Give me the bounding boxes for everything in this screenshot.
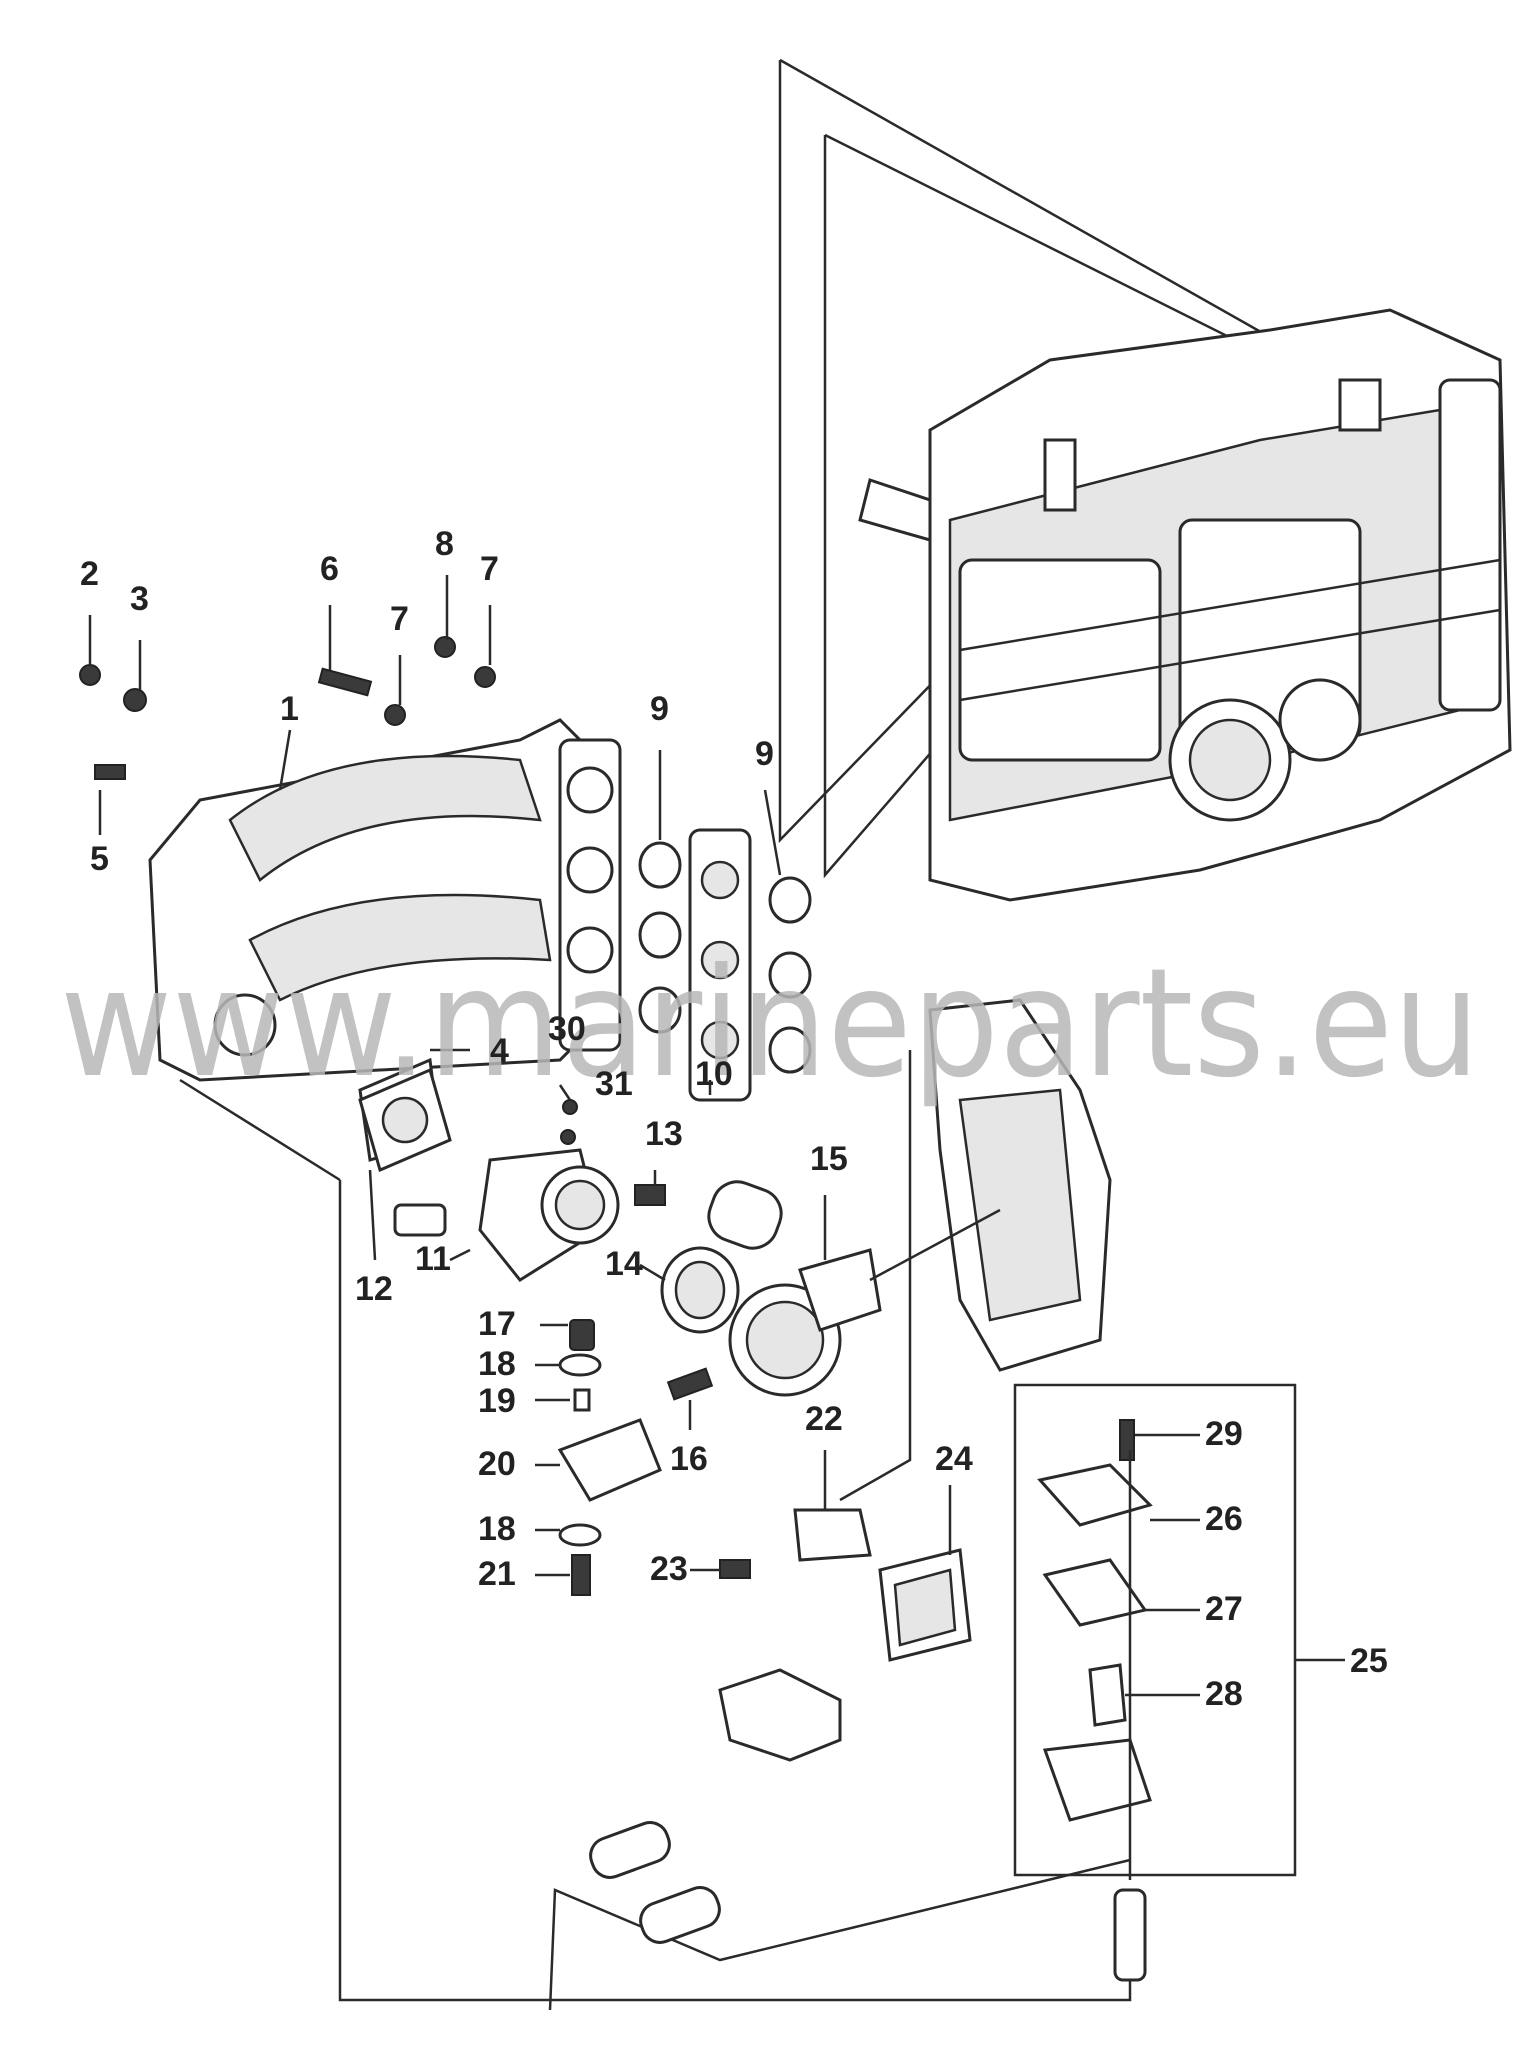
callout-15: 15 — [810, 1140, 848, 1178]
gaskets — [638, 828, 812, 1102]
watermark: www.marineparts.eu — [60, 937, 1480, 1111]
kit-box-25 — [1013, 1383, 1345, 1880]
callout-29: 29 — [1205, 1415, 1243, 1453]
callout-3: 3 — [130, 580, 149, 618]
callout-6: 6 — [320, 550, 339, 588]
callout-27: 27 — [1205, 1590, 1243, 1628]
callout-18b: 18 — [478, 1510, 516, 1548]
throttle-gasket — [358, 1067, 452, 1173]
callout-13: 13 — [645, 1115, 683, 1153]
callout-20: 20 — [478, 1445, 516, 1483]
callout-7a: 7 — [390, 600, 409, 638]
solenoid-connector — [589, 1668, 1147, 1982]
callout-7b: 7 — [480, 550, 499, 588]
callout-11: 11 — [415, 1240, 451, 1278]
callout-12: 12 — [355, 1270, 393, 1308]
callout-24: 24 — [935, 1440, 973, 1478]
callout-2: 2 — [80, 555, 99, 593]
silencer-group — [660, 1180, 882, 1401]
bracket — [869, 998, 1112, 1372]
callout-18a: 18 — [478, 1345, 516, 1383]
callout-labels: 2 3 5 1 6 7 8 7 9 9 4 30 31 10 13 15 11 … — [80, 525, 1388, 1713]
leader-lines — [88, 575, 952, 1577]
callout-17: 17 — [478, 1305, 516, 1343]
callout-30: 30 — [548, 1010, 586, 1048]
callout-10: 10 — [695, 1055, 733, 1093]
callout-26: 26 — [1205, 1500, 1243, 1538]
callout-5: 5 — [90, 840, 109, 878]
engine-block — [858, 308, 1512, 902]
callout-19: 19 — [478, 1382, 516, 1420]
callout-14: 14 — [605, 1245, 643, 1283]
callout-25: 25 — [1350, 1642, 1388, 1680]
callout-1: 1 — [280, 690, 299, 728]
callout-4: 4 — [490, 1032, 509, 1070]
callout-31: 31 — [595, 1065, 633, 1103]
callout-9a: 9 — [650, 690, 669, 728]
callout-23: 23 — [650, 1550, 688, 1588]
intake-manifold — [148, 718, 622, 1082]
callout-22: 22 — [805, 1400, 843, 1438]
callout-9b: 9 — [755, 735, 774, 773]
callout-16: 16 — [670, 1440, 708, 1478]
parts-22-24 — [719, 1508, 972, 1662]
fasteners — [79, 636, 496, 780]
callout-28: 28 — [1205, 1675, 1243, 1713]
callout-21: 21 — [478, 1555, 516, 1593]
callout-8: 8 — [435, 525, 454, 563]
